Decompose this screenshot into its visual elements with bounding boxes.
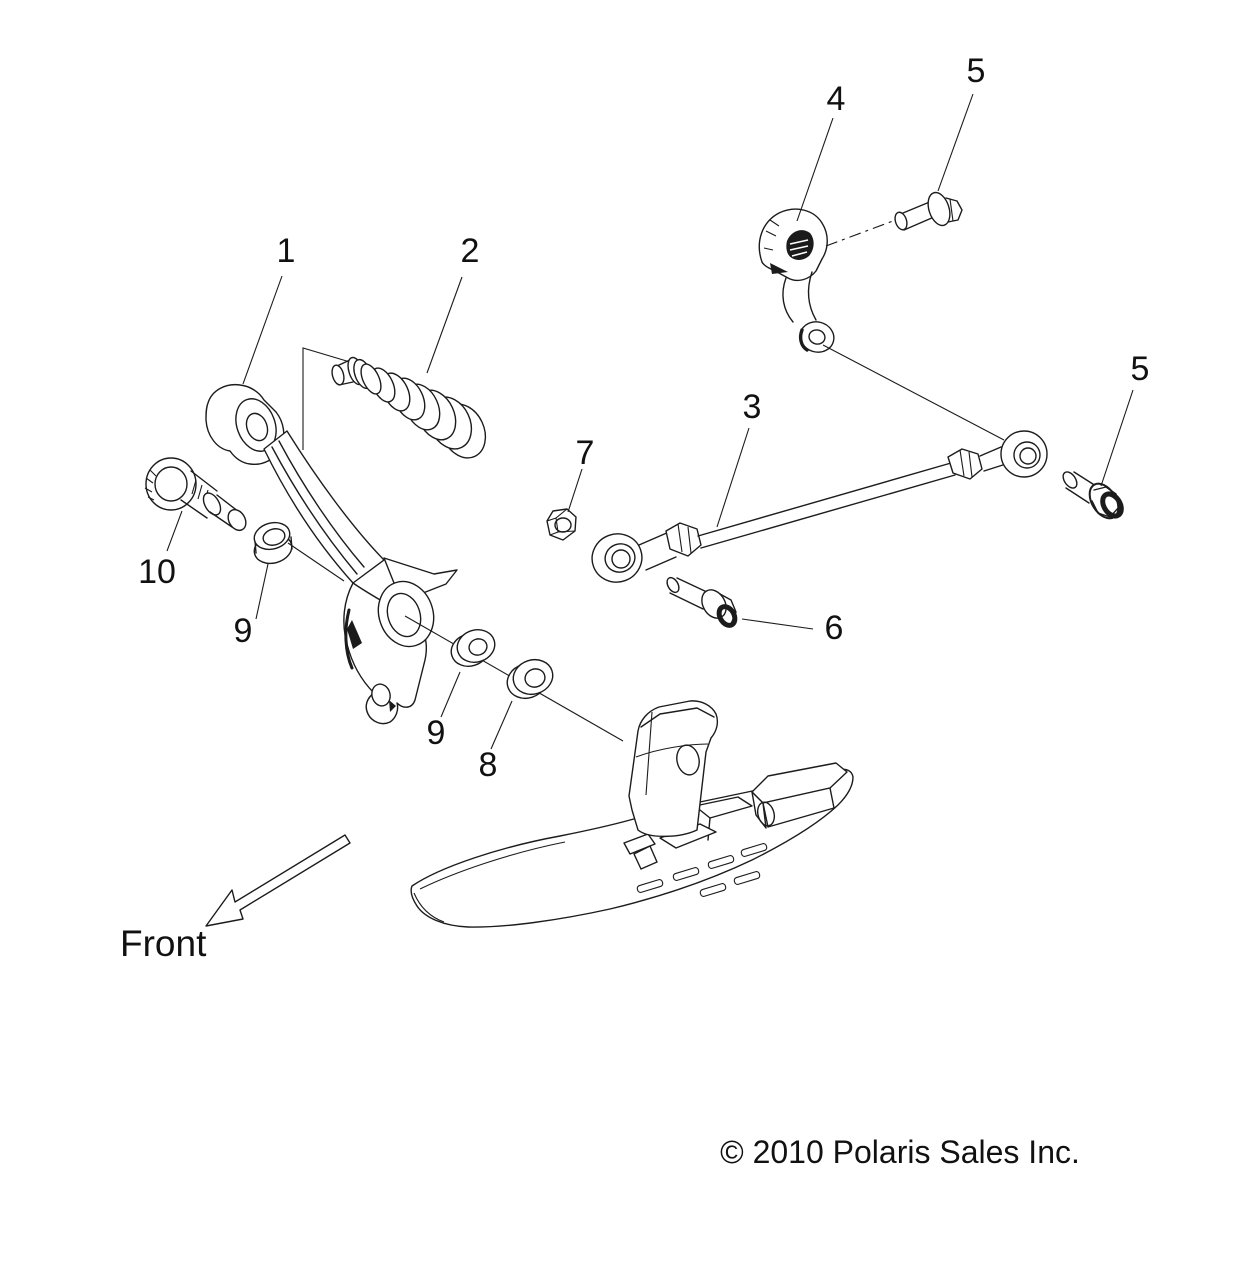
arm-rod-alignment-line [822, 344, 1005, 441]
flange-bolt-5a [894, 191, 963, 231]
callout-6: 6 [825, 609, 844, 647]
footrest-post [628, 700, 719, 838]
footrest-bracket [410, 700, 854, 928]
collar-locator-line [287, 542, 345, 582]
callout-4: 4 [827, 80, 846, 118]
bracket-lug-hole [371, 683, 391, 707]
callout-5b: 5 [1131, 350, 1150, 388]
callout-7: 7 [576, 434, 595, 472]
front-label: Front [120, 923, 207, 964]
lever-pivot-bore [386, 592, 422, 638]
washer-9b [450, 628, 496, 668]
clevis-bolt-axis-line [825, 220, 894, 247]
rod-end-left [591, 533, 643, 583]
callout-2: 2 [461, 232, 480, 270]
clevis-eye [799, 321, 835, 353]
callout-8: 8 [479, 746, 498, 784]
bolt10-tip [227, 508, 247, 532]
callout-5a: 5 [967, 52, 986, 90]
callout-3: 3 [743, 388, 762, 426]
bushing-bore [245, 412, 269, 442]
washer-8 [506, 658, 554, 700]
callout-9a: 9 [234, 612, 253, 650]
shift-arm-clevis [758, 208, 835, 353]
copyright-text: © 2010 Polaris Sales Inc. [720, 1134, 1080, 1170]
callout-9b: 9 [427, 714, 446, 752]
shoulder-bolt-10 [144, 457, 247, 532]
callout-1: 1 [277, 232, 296, 270]
spacer-collar-9a [253, 521, 293, 565]
footrest-slots [636, 843, 768, 897]
flange-bolt-5b [1062, 471, 1124, 520]
footrest-post-hole [676, 744, 700, 776]
rubber-boot [331, 356, 487, 459]
boot-locator-line [302, 347, 351, 450]
flange-bolt-6 [666, 576, 738, 628]
hex-nut-7 [546, 508, 577, 541]
callout-leader-lines [166, 93, 1134, 750]
callout-10: 10 [138, 553, 176, 591]
shift-lever-assembly [205, 383, 458, 725]
shift-rod [591, 430, 1048, 583]
bolt10-head [145, 457, 197, 511]
front-direction-arrow [205, 834, 351, 927]
